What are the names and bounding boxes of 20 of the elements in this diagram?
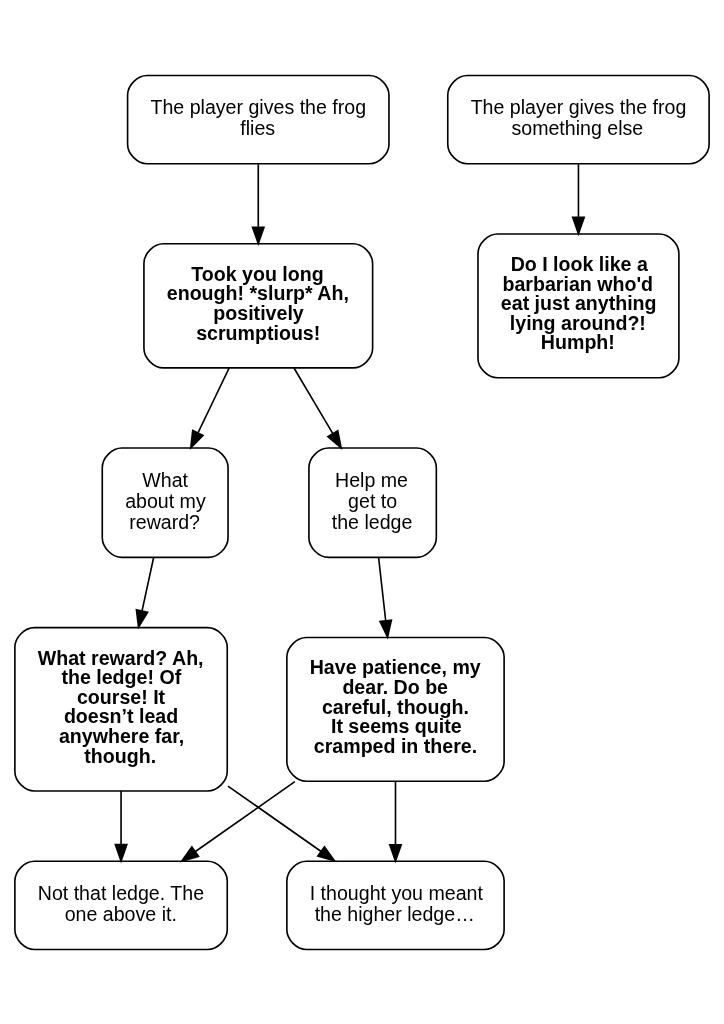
arrow <box>293 366 343 450</box>
arrow <box>388 780 403 864</box>
node-box: Do I look like a barbarian who'd eat just anything lying around?! Humph! <box>477 232 680 379</box>
node-box: Not that ledge. The one above it. <box>14 859 229 950</box>
node-box: What reward? Ah, the ledge! Of course! It doesn’t lead anywhere far, though. <box>14 626 229 792</box>
node-box: The player gives the frog flies <box>126 74 390 165</box>
arrow <box>251 162 266 246</box>
node-box: Help me get to the ledge <box>308 446 438 558</box>
arrow <box>114 789 128 863</box>
arrow <box>227 784 337 862</box>
node-box: What about my reward? <box>101 446 229 558</box>
arrow <box>377 556 393 639</box>
arrow <box>135 556 155 629</box>
node-box: Took you long enough! *slurp* Ah, positively scrumptious! <box>143 242 374 369</box>
node-box: I thought you meant the higher ledge… <box>286 859 505 950</box>
arrow <box>571 162 586 236</box>
arrow <box>179 780 296 862</box>
node-box: The player gives the frog something else <box>446 74 710 165</box>
arrow <box>189 366 230 450</box>
node-box: Have patience, my dear. Do be careful, though. It seems quite cramped in there. <box>286 636 505 782</box>
